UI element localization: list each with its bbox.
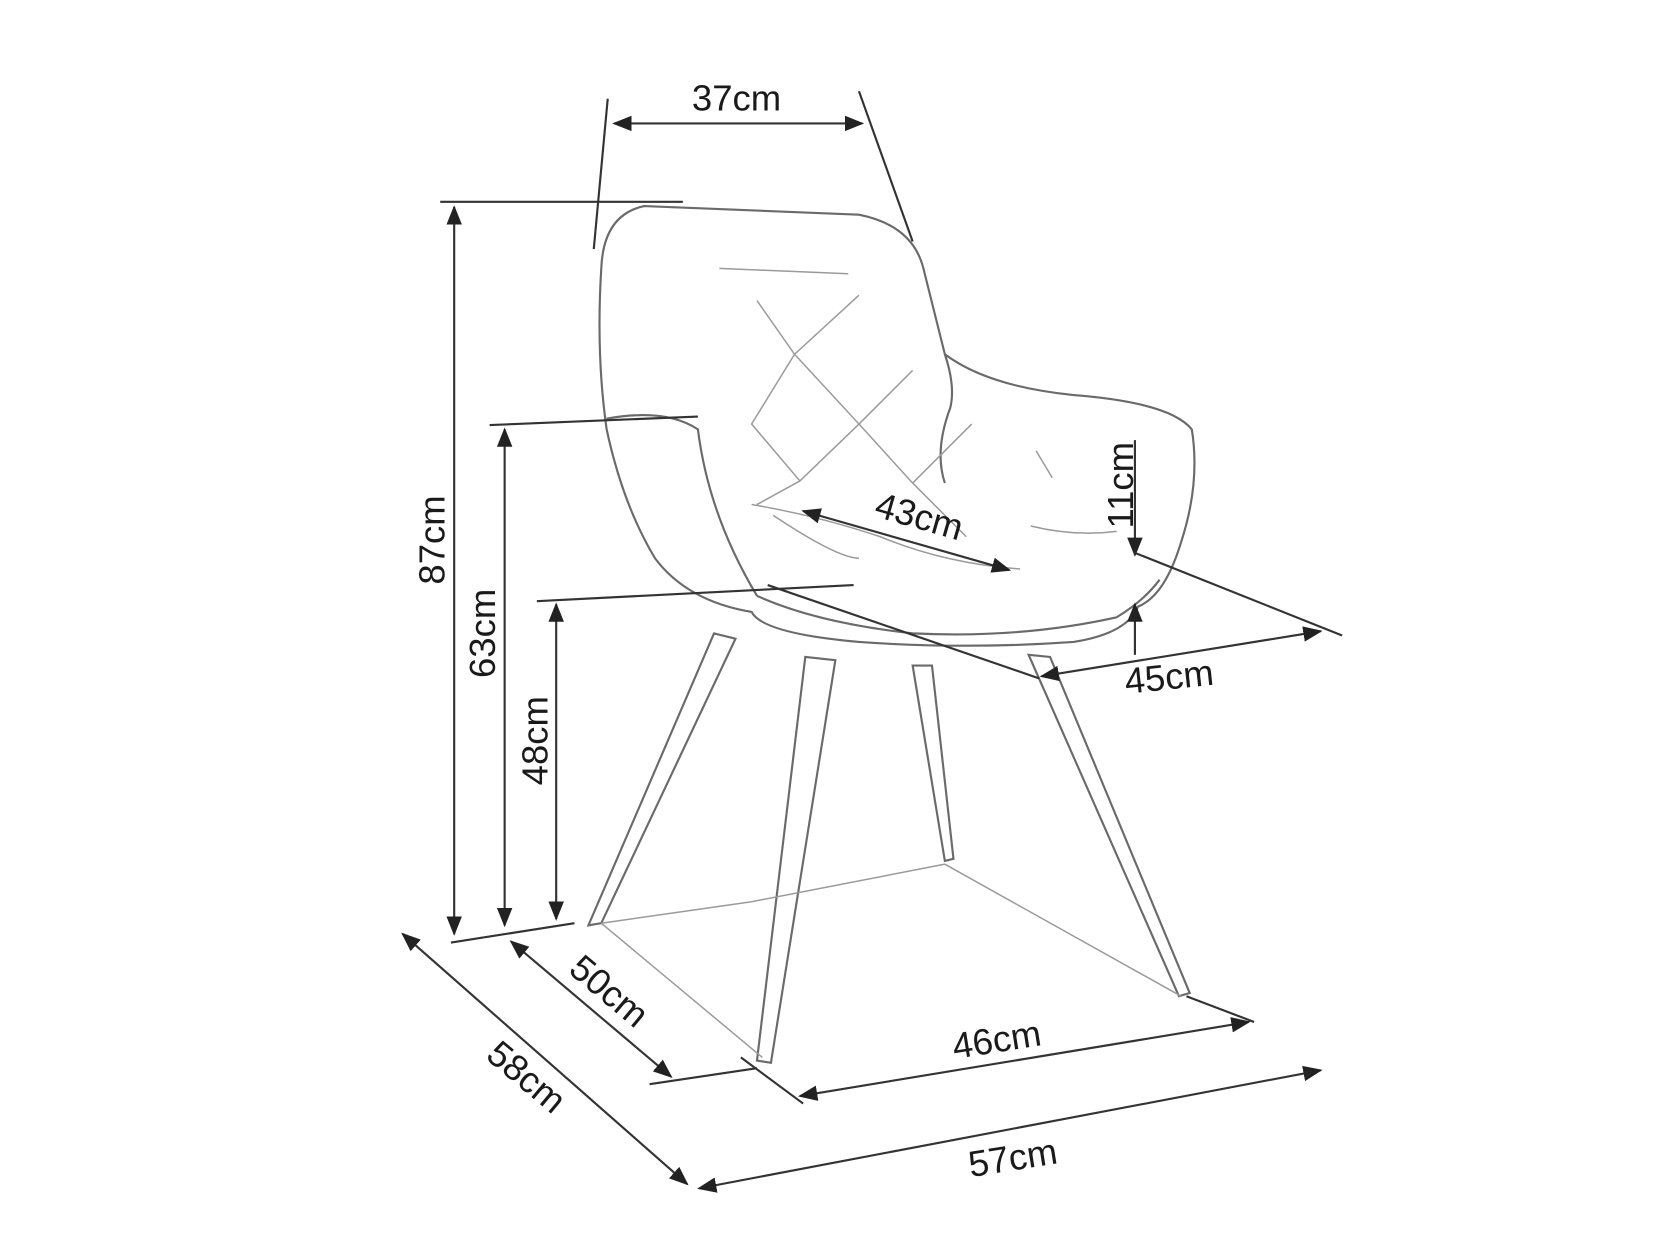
dimension-lines — [401, 90, 1343, 1193]
dim-label-seat-width: 45cm — [1123, 652, 1216, 702]
dim-label-total-depth: 58cm — [479, 1032, 574, 1121]
dim-label-armrest-height: 63cm — [462, 589, 503, 678]
dim-label-armrest-above-seat: 11cm — [1100, 442, 1141, 529]
dim-label-back-width: 37cm — [692, 78, 781, 119]
chair-illustration — [586, 205, 1196, 1064]
dim-label-seat-height: 48cm — [515, 696, 556, 785]
dim-label-leg-depth: 50cm — [562, 947, 657, 1036]
dim-label-total-width: 57cm — [965, 1131, 1060, 1185]
dim-label-total-height: 87cm — [412, 495, 453, 584]
